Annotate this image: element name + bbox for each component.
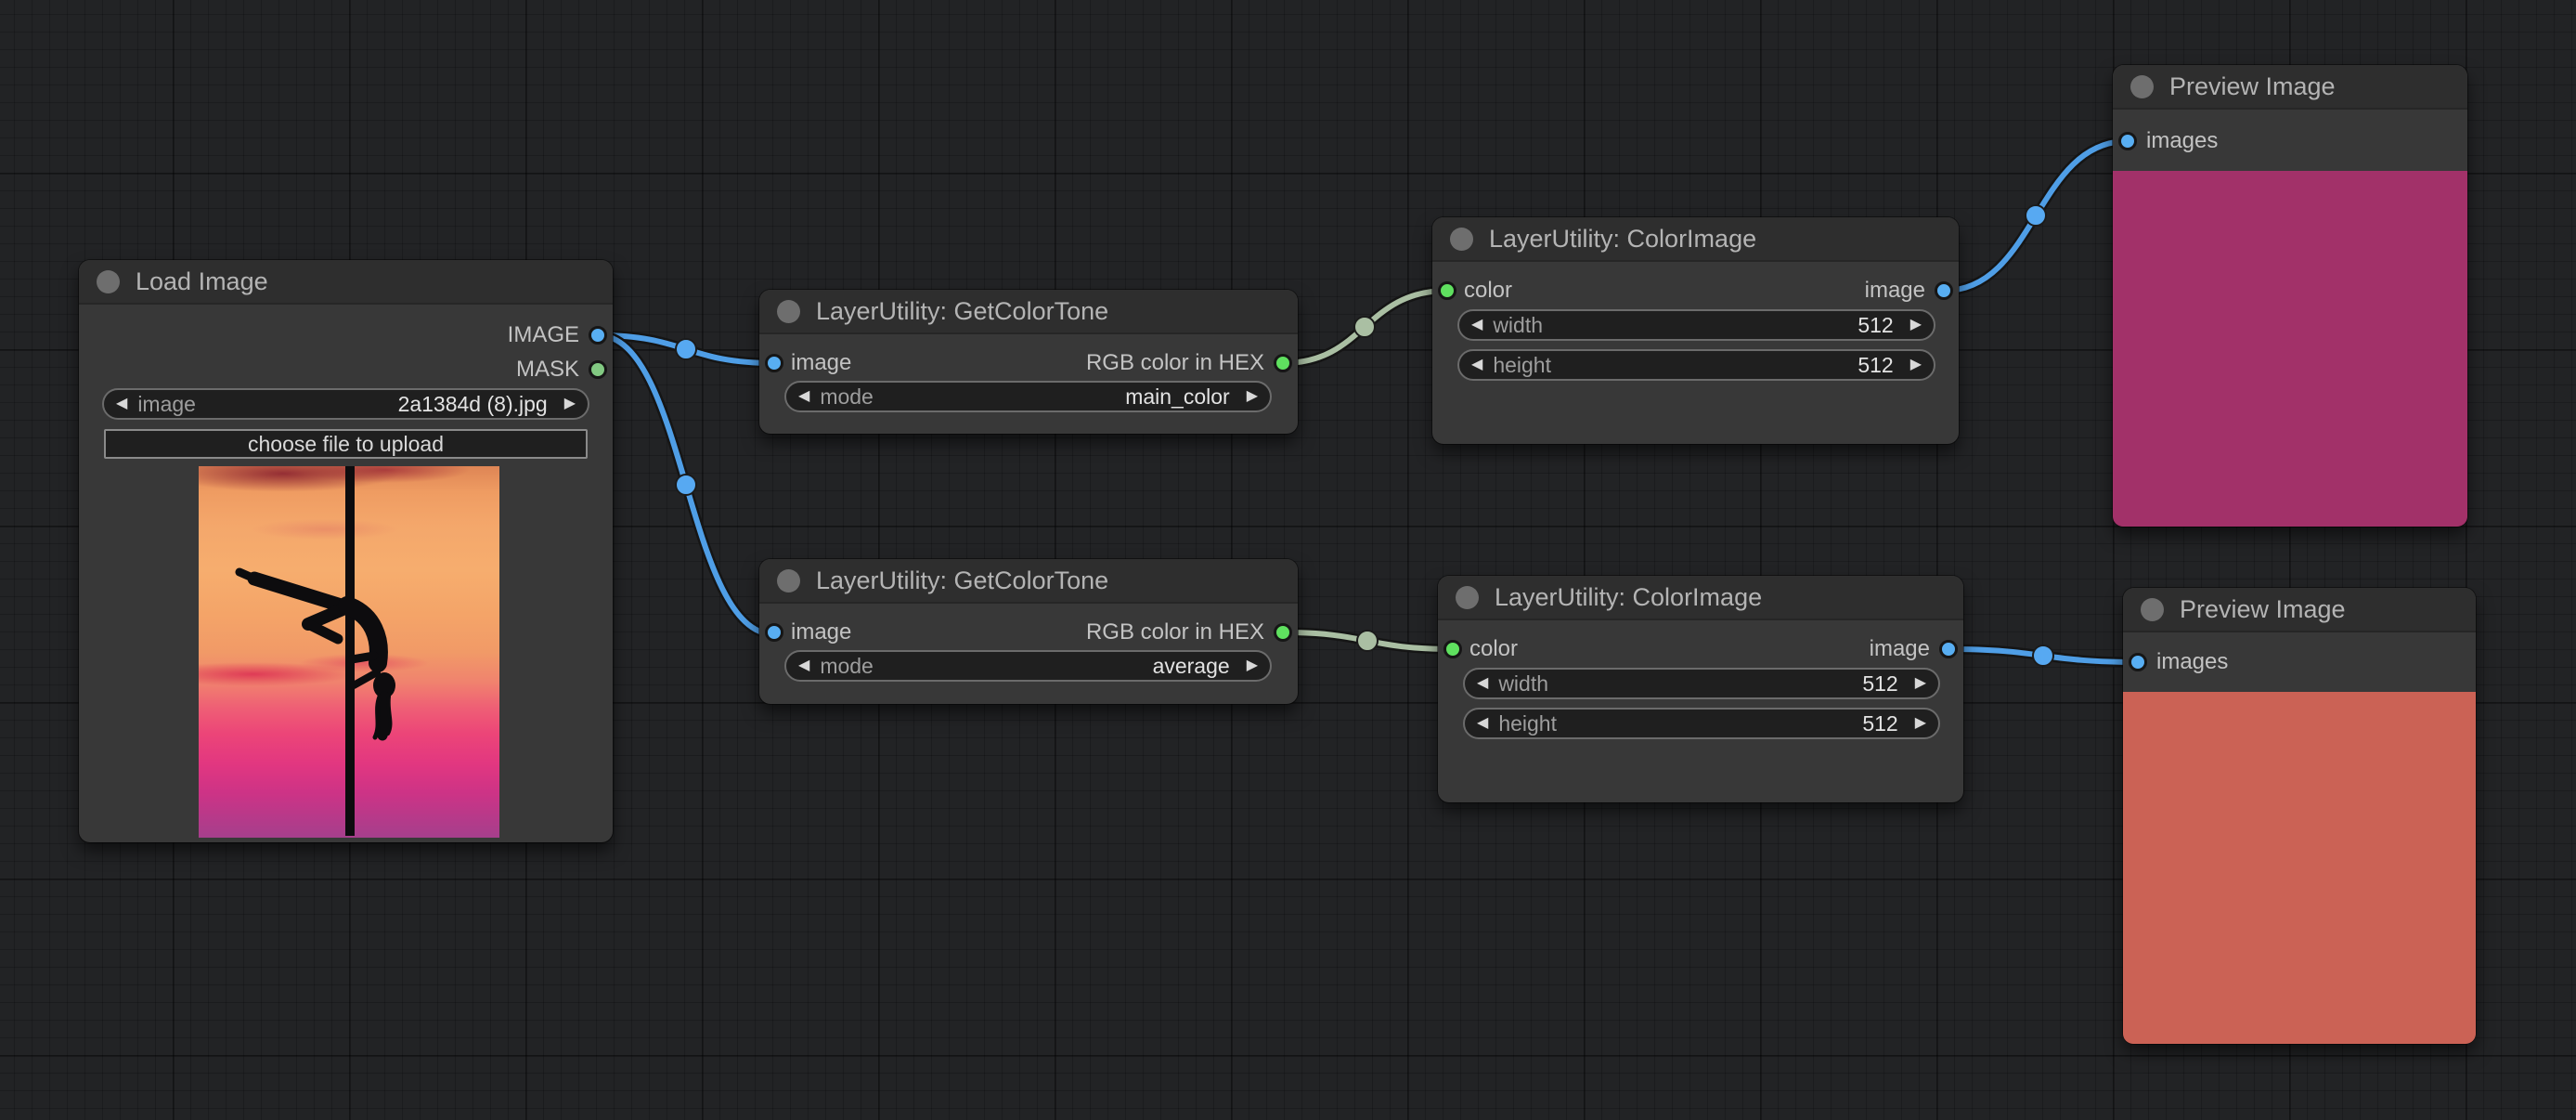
output-label-image: image [1869, 636, 1930, 661]
node-title: Preview Image [2180, 594, 2346, 623]
decrement-arrow-icon[interactable]: ◀ [1471, 357, 1483, 372]
decrement-arrow-icon[interactable]: ◀ [1477, 715, 1489, 731]
decrement-arrow-icon[interactable]: ◀ [1477, 675, 1489, 691]
increment-arrow-icon[interactable]: ▶ [1909, 317, 1922, 332]
height-number-widget[interactable]: ◀ height 512 ▶ [1457, 349, 1935, 381]
node-title-bar[interactable]: Load Image [79, 260, 613, 305]
input-slot-color[interactable] [1438, 281, 1456, 300]
node-title-bar[interactable]: Preview Image [2113, 65, 2467, 110]
height-number-widget[interactable]: ◀ height 512 ▶ [1463, 708, 1940, 739]
decrement-arrow-icon[interactable]: ◀ [1471, 317, 1483, 332]
node-preview-image-top[interactable]: Preview Image images [2113, 65, 2467, 527]
widget-value: 512 [1858, 312, 1894, 337]
widget-label: height [1498, 710, 1557, 736]
image-combo-widget[interactable]: ◀ image 2a1384d (8).jpg ▶ [102, 388, 589, 420]
node-status-dot-icon [2141, 597, 2164, 621]
loaded-image-preview [199, 466, 499, 838]
mode-combo-widget[interactable]: ◀ mode average ▶ [784, 650, 1272, 682]
node-load-image[interactable]: Load Image IMAGE MASK ◀ image 2a1384d (8… [79, 260, 613, 842]
widget-label: image [137, 391, 196, 416]
node-title: LayerUtility: GetColorTone [816, 296, 1109, 325]
node-status-dot-icon [97, 269, 120, 293]
widget-value: 512 [1858, 352, 1894, 377]
output-slot-image[interactable] [1935, 281, 1953, 300]
input-slot-images[interactable] [2118, 132, 2137, 150]
decrement-arrow-icon[interactable]: ◀ [798, 658, 810, 673]
input-label-images: images [2156, 649, 2229, 674]
output-label-image: IMAGE [507, 322, 579, 347]
link-midpoint-dot[interactable] [2025, 204, 2047, 227]
output-slot-hex[interactable] [1274, 354, 1292, 372]
node-getcolortone-main[interactable]: LayerUtility: GetColorTone image RGB col… [759, 290, 1298, 434]
node-title-bar[interactable]: LayerUtility: GetColorTone [759, 290, 1298, 334]
input-label-color: color [1464, 278, 1513, 303]
decrement-arrow-icon[interactable]: ◀ [116, 396, 128, 411]
output-label-hex: RGB color in HEX [1085, 619, 1264, 645]
input-label-image: image [791, 619, 852, 645]
output-slot-image[interactable] [1939, 640, 1958, 658]
output-slot-mask[interactable] [589, 360, 607, 379]
increment-arrow-icon[interactable]: ▶ [1246, 658, 1258, 673]
node-title: LayerUtility: ColorImage [1489, 224, 1757, 253]
increment-arrow-icon[interactable]: ▶ [1246, 388, 1258, 404]
choose-file-button[interactable]: choose file to upload [104, 429, 588, 459]
link-midpoint-dot[interactable] [675, 338, 697, 360]
widget-value: main_color [1125, 384, 1230, 409]
node-title: LayerUtility: ColorImage [1495, 582, 1763, 611]
input-label-color: color [1469, 636, 1519, 661]
node-status-dot-icon [2130, 74, 2154, 98]
mode-combo-widget[interactable]: ◀ mode main_color ▶ [784, 381, 1272, 412]
output-label-image: image [1864, 278, 1925, 303]
node-colorimage-bottom[interactable]: LayerUtility: ColorImage color image ◀ w… [1438, 576, 1963, 802]
widget-label: height [1493, 352, 1551, 377]
widget-label: mode [820, 384, 874, 409]
width-number-widget[interactable]: ◀ width 512 ▶ [1457, 309, 1935, 341]
node-title-bar[interactable]: LayerUtility: ColorImage [1432, 217, 1959, 262]
node-getcolortone-average[interactable]: LayerUtility: GetColorTone image RGB col… [759, 559, 1298, 704]
node-colorimage-top[interactable]: LayerUtility: ColorImage color image ◀ w… [1432, 217, 1959, 444]
node-title: Preview Image [2169, 72, 2336, 100]
output-label-mask: MASK [515, 357, 579, 382]
widget-label: width [1493, 312, 1544, 337]
widget-value: 512 [1862, 710, 1898, 736]
node-title: Load Image [136, 267, 268, 295]
node-title-bar[interactable]: Preview Image [2123, 588, 2476, 632]
widget-value: 512 [1862, 671, 1898, 696]
node-status-dot-icon [1456, 585, 1479, 609]
node-title-bar[interactable]: LayerUtility: GetColorTone [759, 559, 1298, 604]
increment-arrow-icon[interactable]: ▶ [1914, 715, 1926, 731]
output-slot-hex[interactable] [1274, 623, 1292, 642]
output-label-hex: RGB color in HEX [1085, 350, 1264, 375]
node-status-dot-icon [777, 299, 800, 323]
decrement-arrow-icon[interactable]: ◀ [798, 388, 810, 404]
input-label-image: image [791, 350, 852, 375]
pole-dancer-silhouette [235, 466, 395, 836]
widget-value: 2a1384d (8).jpg [397, 391, 548, 416]
output-slot-image[interactable] [589, 326, 607, 345]
node-title-bar[interactable]: LayerUtility: ColorImage [1438, 576, 1963, 620]
node-title: LayerUtility: GetColorTone [816, 566, 1109, 594]
preview-result-image [2123, 692, 2476, 1044]
link-midpoint-dot[interactable] [1353, 316, 1376, 338]
link-midpoint-dot[interactable] [2032, 645, 2054, 667]
node-status-dot-icon [1450, 227, 1473, 251]
link-midpoint-dot[interactable] [1356, 630, 1379, 652]
width-number-widget[interactable]: ◀ width 512 ▶ [1463, 668, 1940, 699]
input-slot-image[interactable] [765, 623, 783, 642]
input-slot-color[interactable] [1443, 640, 1462, 658]
widget-label: mode [820, 653, 874, 678]
increment-arrow-icon[interactable]: ▶ [563, 396, 576, 411]
preview-result-image [2113, 171, 2467, 527]
input-slot-images[interactable] [2129, 653, 2147, 671]
node-preview-image-bottom[interactable]: Preview Image images [2123, 588, 2476, 1044]
increment-arrow-icon[interactable]: ▶ [1909, 357, 1922, 372]
input-slot-image[interactable] [765, 354, 783, 372]
node-status-dot-icon [777, 568, 800, 593]
widget-label: width [1498, 671, 1549, 696]
widget-value: average [1152, 653, 1230, 678]
increment-arrow-icon[interactable]: ▶ [1914, 675, 1926, 691]
link-midpoint-dot[interactable] [675, 474, 697, 496]
input-label-images: images [2146, 128, 2219, 153]
